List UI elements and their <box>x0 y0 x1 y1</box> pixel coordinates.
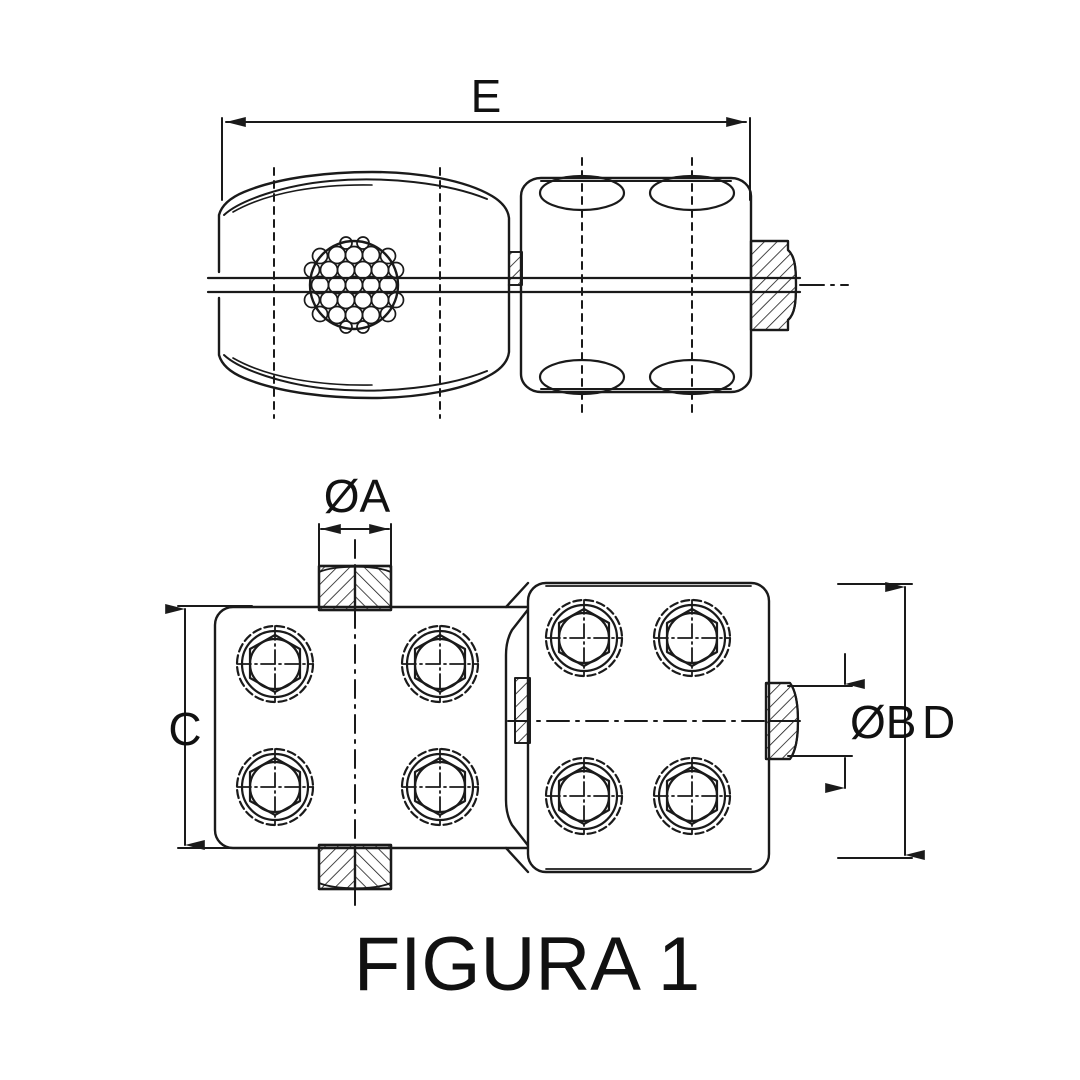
terminal-pad-body-elevation <box>519 176 753 394</box>
dimension-label-D: D <box>922 696 955 748</box>
dimension-label-OA: ØA <box>324 470 391 522</box>
body-joint-section <box>508 251 523 286</box>
bolt-heads-elevation <box>538 174 736 396</box>
hex-bolt <box>544 756 624 836</box>
elevation-bolt-centerlines <box>273 157 693 419</box>
figure-caption: FIGURA 1 <box>354 922 700 1007</box>
hex-bolts-right-body <box>544 598 732 836</box>
dimension-E <box>221 116 751 201</box>
body-taper <box>504 581 530 874</box>
hex-bolt <box>235 747 315 827</box>
sectioned-pin-bottom <box>317 843 393 891</box>
dimension-OA <box>318 523 392 573</box>
stranded-cable-section <box>303 236 405 334</box>
hex-bolt <box>652 598 732 678</box>
hex-bolt <box>652 756 732 836</box>
terminal-stud-elevation <box>749 239 798 332</box>
hex-bolt <box>400 747 480 827</box>
hex-bolt <box>235 624 315 704</box>
dimension-label-OB: ØB <box>850 696 916 748</box>
dimension-D <box>837 581 925 861</box>
hex-bolt <box>544 598 624 678</box>
cable-saddle-body <box>217 170 511 400</box>
body-side-tabs <box>514 677 531 744</box>
hex-bolts-left-body <box>235 624 480 827</box>
dimension-label-E: E <box>471 70 502 122</box>
elevation-view <box>206 116 849 419</box>
elevation-axis-centerline <box>206 276 849 294</box>
dimension-label-C: C <box>168 703 201 755</box>
hex-bolt <box>400 624 480 704</box>
plan-view <box>165 523 925 906</box>
